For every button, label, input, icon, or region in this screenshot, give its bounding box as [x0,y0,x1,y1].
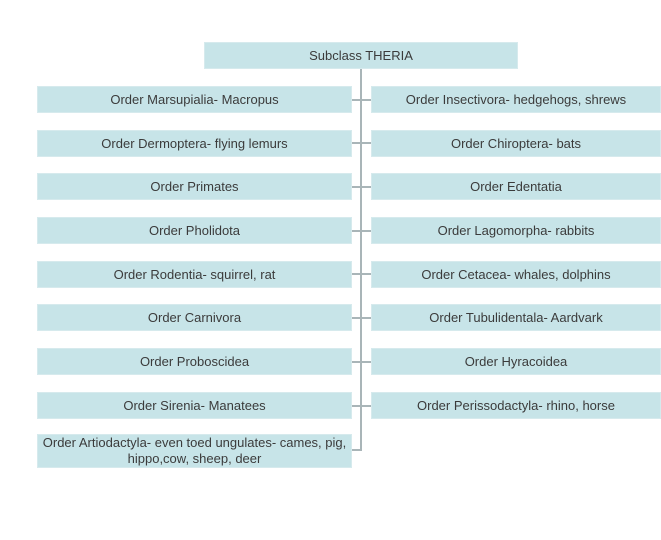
connector-tick [348,230,373,232]
order-box-artiodactyla: Order Artiodactyla- even toed ungulates-… [37,434,352,468]
order-box-proboscidea: Order Proboscidea [37,348,352,375]
connector-tick [348,142,373,144]
order-box-pholidota: Order Pholidota [37,217,352,244]
order-box-rodentia: Order Rodentia- squirrel, rat [37,261,352,288]
order-box-tubulidentala: Order Tubulidentala- Aardvark [371,304,661,331]
connector-tick [348,317,373,319]
connector-tick [348,186,373,188]
order-box-cetacea: Order Cetacea- whales, dolphins [371,261,661,288]
order-box-insectivora: Order Insectivora- hedgehogs, shrews [371,86,661,113]
connector-vertical-line [360,69,362,451]
order-box-lagomorpha: Order Lagomorpha- rabbits [371,217,661,244]
connector-tick [348,99,373,101]
order-box-marsupialia: Order Marsupialia- Macropus [37,86,352,113]
order-box-edentatia: Order Edentatia [371,173,661,200]
order-box-primates: Order Primates [37,173,352,200]
connector-tick [348,273,373,275]
order-box-dermoptera: Order Dermoptera- flying lemurs [37,130,352,157]
order-box-hyracoidea: Order Hyracoidea [371,348,661,375]
connector-foot [347,449,362,451]
connector-tick [348,405,373,407]
order-box-carnivora: Order Carnivora [37,304,352,331]
order-box-sirenia: Order Sirenia- Manatees [37,392,352,419]
connector-tick [348,361,373,363]
order-box-chiroptera: Order Chiroptera- bats [371,130,661,157]
subclass-theria-box: Subclass THERIA [204,42,518,69]
order-box-perissodactyla: Order Perissodactyla- rhino, horse [371,392,661,419]
